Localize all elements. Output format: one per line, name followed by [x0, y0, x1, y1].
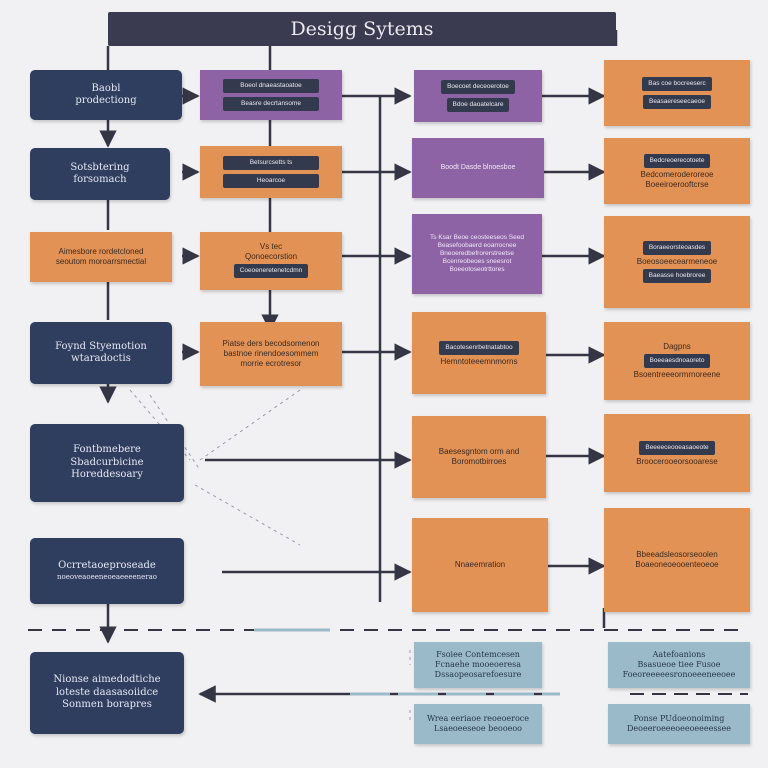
right-node-3: Boraeeorsteoasdes Boeosoeecearmeneoe Bae…	[604, 216, 750, 308]
second-node-1: Boeol dnaeastaoatoe Beasre decrtansome	[200, 70, 342, 120]
node-text: Bsoentreeeormrnoreene	[633, 370, 721, 380]
left-node-3: Aimesbore rordetcloned seoutom moroarrsm…	[30, 232, 172, 282]
node-label-chip: Boraeeorsteoasdes	[642, 240, 712, 255]
node-label-chip: Bdoe daoatelcare	[446, 98, 510, 113]
bottom-node-3: Wrea eeriaoe reoeoeroce Lsaeoeeseoe beoo…	[414, 704, 542, 744]
node-label-chip: Heoarcoe	[223, 174, 319, 189]
node-text: Bedcomeroderoreoe	[640, 170, 714, 180]
node-text: Hemntoteeemnmorns	[440, 357, 518, 367]
node-label-chip: Beeeeceooeasaoeote	[639, 440, 715, 456]
node-label-chip: Boecoet deceoerotoe	[441, 79, 515, 94]
left-node-1: Baobl prodectiong	[30, 70, 182, 120]
third-node-1: Boecoet deceoerotoe Bdoe daoatelcare	[414, 70, 542, 122]
node-label-chip: Boeeaesdnoaoreto	[643, 353, 711, 369]
node-text: morrie ecrotresor	[240, 359, 302, 368]
node-text: Wrea eeriaoe reoeoeroce	[427, 714, 529, 723]
node-text: Boeeotoseotrttores	[449, 266, 505, 274]
guide-line	[194, 484, 301, 546]
left-node-4: Foynd Styemotion wtaradoctis	[30, 322, 172, 384]
node-text: Bcenreobeoes sneesrot	[442, 258, 512, 266]
right-node-1: Bas coe bocreeserc Beasaereseecaeoe	[604, 60, 750, 126]
left-node-7: Nionse aimedodtiche loteste daasasoiidce…	[30, 652, 184, 734]
node-text: Nnaeemration	[454, 560, 506, 569]
right-node-2: Bedcreoerecotoete Bedcomeroderoreoe Boee…	[604, 138, 750, 204]
second-node-2: Betsurcsetts ts Heoarcoe	[200, 146, 342, 198]
node-text: Lsaeoeeseoe beooeoo	[434, 724, 522, 733]
node-text: Deoeeroeeeoeeoeeeessee	[627, 724, 731, 733]
node-text: Aimesbore rordetcloned	[58, 247, 144, 256]
node-text: Ts Ksar Beoe ceosteeseos Seed	[430, 233, 524, 241]
guide-line	[199, 389, 301, 461]
node-text: Bbeeadsleosorseoolen	[636, 550, 718, 559]
node-text: wtaradoctis	[71, 353, 131, 364]
diagram-title: Desigg Sytems	[290, 18, 434, 40]
guide-line	[129, 389, 191, 461]
node-text: Bneoeredbefrorerstreetse	[439, 249, 515, 257]
node-text: Dssaopeosarefoesure	[434, 670, 522, 679]
node-text: Ponse PUdoeonoiming	[633, 714, 725, 723]
node-label-chip: Bacotesenrbetnatabtoo	[439, 340, 519, 356]
node-text: Boeeiroerooftcrse	[645, 180, 709, 190]
right-node-6: Bbeeadsleosorseoolen Boaeoneoeooenteoeoe	[604, 508, 750, 612]
left-node-2: Sotsbtering forsomach	[30, 148, 170, 200]
node-text: Boaeoneoeooenteoeoe	[635, 560, 719, 569]
title-bar: Desigg Sytems	[108, 12, 616, 46]
node-text: Ocrretaoeproseade	[58, 560, 156, 572]
node-label-chip: Bedcreoerecotoete	[643, 153, 711, 169]
node-text: Fontbmebere	[73, 444, 141, 456]
node-text: Fcnaehe mooeoeresa	[434, 660, 522, 669]
node-text: Aatefoanions	[652, 650, 706, 659]
node-label-chip: Beasaereseecaeoe	[642, 95, 711, 110]
node-text: Sotsbtering	[70, 161, 130, 173]
node-text: seoutom moroarrsmectial	[55, 257, 147, 266]
node-text: Sonmen borapres	[62, 699, 152, 711]
node-text: Vs tec	[259, 241, 283, 251]
bottom-node-1: Fsoiee Contemcesen Fcnaehe mooeoeresa Ds…	[414, 642, 542, 688]
node-text: Sbadcurbicine	[70, 456, 144, 468]
node-text: Baesesgntom orm and	[438, 447, 520, 456]
node-text: Boodt Dasde blnoesboe	[440, 163, 516, 171]
third-node-2: Boodt Dasde blnoesboe	[412, 138, 544, 198]
node-text: bastnoe rinendoesommem	[223, 349, 319, 358]
node-label-chip: Boeol dnaeastaoatoe	[223, 78, 319, 93]
node-text: Beasefoobaerd eoarrocnee	[437, 241, 517, 249]
third-node-4: Bacotesenrbetnatabtoo Hemntoteeemnmorns	[412, 312, 546, 394]
bottom-node-2: Aatefoanions Bsasueoe tiee Fusoe Foeoree…	[608, 642, 750, 688]
node-label-chip: Beasre decrtansome	[223, 97, 319, 112]
node-text: loteste daasasoiidce	[55, 686, 159, 698]
node-text: Piatse ders becodsomenon	[222, 339, 320, 348]
node-text: prodectiong	[75, 95, 137, 106]
node-text: Bsasueoe tiee Fusoe	[637, 660, 721, 669]
third-node-6: Nnaeemration	[412, 518, 548, 612]
third-node-3: Ts Ksar Beoe ceosteeseos Seed Beasefooba…	[412, 214, 542, 294]
node-text: Dagpns	[663, 341, 691, 351]
second-node-3: Vs tec Qonoecorstion Coeoeneretenetcdmn	[200, 232, 342, 290]
node-text: Horeddesoary	[71, 469, 143, 481]
node-text: Foeoreeeeesronoeeeneeoee	[622, 670, 736, 679]
node-text: Qonoecorstion	[244, 251, 298, 261]
node-text: Nionse aimedodtiche	[53, 674, 161, 686]
node-text: Broocerooeorsooarese	[636, 457, 718, 467]
third-node-5: Baesesgntom orm and Boromotbirroes	[412, 416, 546, 498]
second-node-4: Piatse ders becodsomenon bastnoe rinendo…	[200, 322, 342, 386]
node-text: Boeosoeecearmeneoe	[636, 257, 718, 266]
bottom-node-4: Ponse PUdoeonoiming Deoeeroeeeoeeoeeeess…	[608, 704, 750, 744]
node-text: noeoveaoeeneoeaeeeenerao	[57, 572, 157, 581]
node-text: Boromotbirroes	[451, 457, 507, 466]
node-label-chip: Betsurcsetts ts	[223, 155, 319, 170]
guide-line	[149, 394, 201, 471]
node-text: Baobl	[91, 82, 121, 94]
left-node-5: Fontbmebere Sbadcurbicine Horeddesoary	[30, 424, 184, 502]
node-text: Foynd Styemotion	[55, 340, 147, 352]
node-text: forsomach	[73, 174, 127, 185]
node-label-chip: Baeasse hoebroree	[642, 269, 712, 284]
left-node-6: Ocrretaoeproseade noeoveaoeeneoeaeeeener…	[30, 538, 184, 604]
right-node-4: Dagpns Boeeaesdnoaoreto Bsoentreeeormrno…	[604, 322, 750, 400]
right-node-5: Beeeeceooeasaoeote Broocerooeorsooarese	[604, 414, 750, 492]
node-text: Fsoiee Contemcesen	[436, 650, 520, 659]
node-label-chip: Coeoeneretenetcdmn	[233, 263, 309, 279]
node-label-chip: Bas coe bocreeserc	[642, 76, 712, 91]
